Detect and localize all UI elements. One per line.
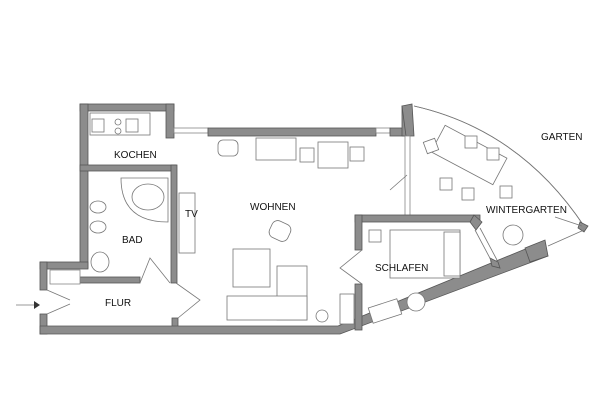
room-labels: KOCHEN BAD TV WOHNEN FLUR SCHLAFEN WINTE… (105, 132, 583, 309)
walls (39, 103, 589, 335)
arrow-right-icon (34, 301, 40, 309)
label-wintergarten: WINTERGARTEN (486, 205, 567, 216)
entrance-arrow (16, 301, 40, 309)
label-wohnen: WOHNEN (250, 202, 296, 213)
label-kochen: KOCHEN (114, 150, 157, 161)
label-flur: FLUR (105, 298, 131, 309)
label-tv: TV (185, 209, 198, 220)
label-schlafen: SCHLAFEN (375, 263, 428, 274)
doors (46, 249, 363, 319)
furniture (89, 112, 524, 325)
label-garten: GARTEN (541, 132, 583, 143)
label-bad: BAD (122, 235, 143, 246)
